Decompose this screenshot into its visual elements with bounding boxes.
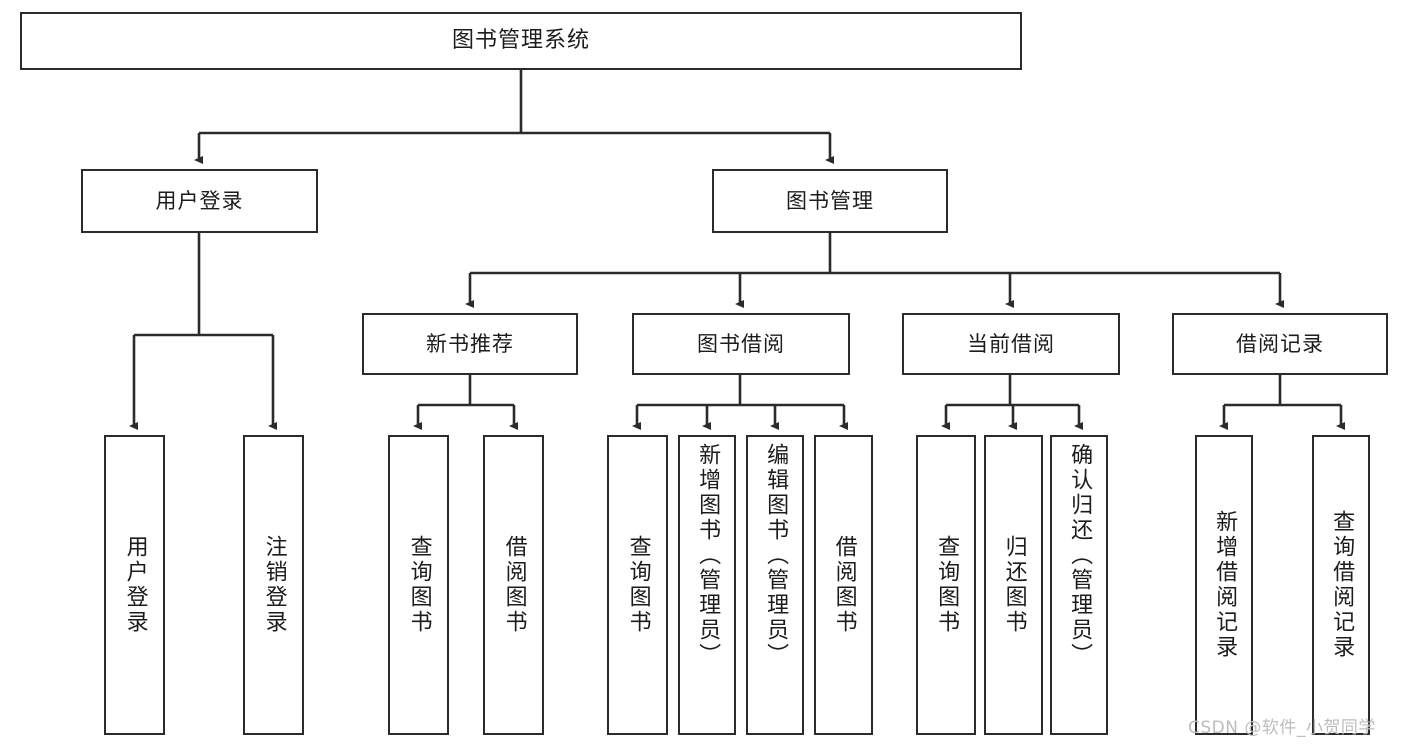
leaf-logout-login[interactable]: 注销登录 bbox=[243, 435, 304, 735]
node-new-book-recommend-label: 新书推荐 bbox=[426, 331, 514, 356]
leaf-add-borrow-record[interactable]: 新增借阅记录 bbox=[1195, 435, 1253, 735]
leaf-borrow-book-recommend[interactable]: 借阅图书 bbox=[483, 435, 544, 735]
leaf-add-book-label: 新增图书（管理员） bbox=[695, 443, 721, 668]
leaf-query-book-current-label: 查询图书 bbox=[934, 535, 960, 635]
node-borrow-record[interactable]: 借阅记录 bbox=[1172, 313, 1388, 375]
leaf-user-login[interactable]: 用户登录 bbox=[104, 435, 165, 735]
leaf-edit-book-label: 编辑图书（管理员） bbox=[763, 443, 789, 668]
leaf-query-book-current[interactable]: 查询图书 bbox=[916, 435, 976, 735]
leaf-add-book[interactable]: 新增图书（管理员） bbox=[678, 435, 736, 735]
leaf-query-book-borrow[interactable]: 查询图书 bbox=[607, 435, 668, 735]
node-root-label: 图书管理系统 bbox=[451, 28, 590, 54]
leaf-query-book-recommend-label: 查询图书 bbox=[406, 535, 432, 635]
leaf-query-book-recommend[interactable]: 查询图书 bbox=[388, 435, 449, 735]
leaf-confirm-return-label: 确认归还（管理员） bbox=[1067, 443, 1093, 668]
leaf-query-book-borrow-label: 查询图书 bbox=[625, 535, 651, 635]
leaf-borrow-book-recommend-label: 借阅图书 bbox=[501, 535, 527, 635]
leaf-user-login-label: 用户登录 bbox=[122, 535, 148, 635]
leaf-borrow-book[interactable]: 借阅图书 bbox=[814, 435, 873, 735]
leaf-return-book[interactable]: 归还图书 bbox=[984, 435, 1043, 735]
node-user-login-label: 用户登录 bbox=[155, 188, 244, 213]
node-current-borrow[interactable]: 当前借阅 bbox=[902, 313, 1120, 375]
node-book-borrow-label: 图书借阅 bbox=[697, 331, 785, 356]
leaf-query-borrow-record-label: 查询借阅记录 bbox=[1329, 510, 1355, 660]
node-user-login[interactable]: 用户登录 bbox=[81, 169, 318, 233]
node-root[interactable]: 图书管理系统 bbox=[20, 12, 1022, 70]
node-book-manage[interactable]: 图书管理 bbox=[712, 169, 948, 233]
node-borrow-record-label: 借阅记录 bbox=[1236, 331, 1324, 356]
leaf-confirm-return[interactable]: 确认归还（管理员） bbox=[1050, 435, 1108, 735]
node-book-manage-label: 图书管理 bbox=[786, 188, 874, 213]
leaf-return-book-label: 归还图书 bbox=[1001, 535, 1027, 635]
node-book-borrow[interactable]: 图书借阅 bbox=[632, 313, 850, 375]
leaf-borrow-book-label: 借阅图书 bbox=[831, 535, 857, 635]
watermark-text: CSDN @软件_小贺同学 bbox=[1188, 718, 1376, 738]
leaf-logout-login-label: 注销登录 bbox=[261, 535, 287, 635]
node-new-book-recommend[interactable]: 新书推荐 bbox=[362, 313, 578, 375]
leaf-edit-book[interactable]: 编辑图书（管理员） bbox=[746, 435, 804, 735]
node-current-borrow-label: 当前借阅 bbox=[967, 331, 1055, 356]
leaf-query-borrow-record[interactable]: 查询借阅记录 bbox=[1312, 435, 1370, 735]
leaf-add-borrow-record-label: 新增借阅记录 bbox=[1212, 510, 1238, 660]
